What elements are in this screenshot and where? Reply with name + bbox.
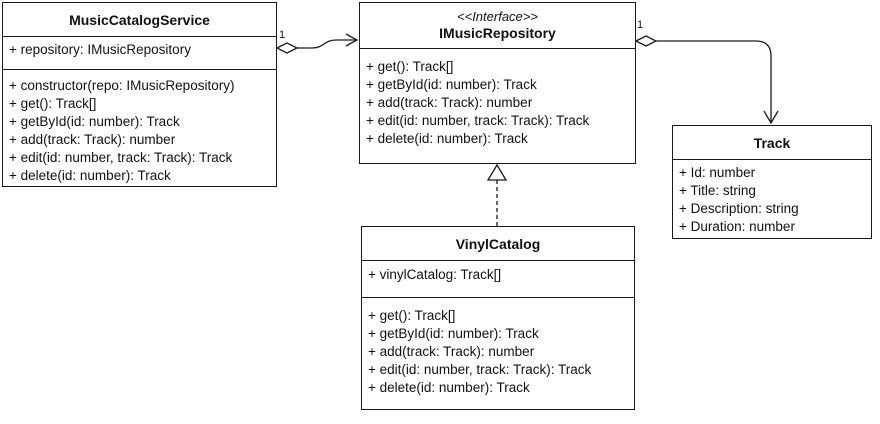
class-name: Track [673,126,871,160]
attribute-item: + Duration: number [679,219,795,234]
vinyl-repository-realization [486,163,508,226]
aggregation-diamond-icon [634,35,658,47]
operation-item: + delete(id: number): Track [368,380,530,395]
aggregation-diamond-icon [275,42,299,54]
class-music-catalog-service[interactable]: MusicCatalogService + repository: IMusic… [2,2,277,187]
class-imusic-repository[interactable]: <<Interface>> IMusicRepository + get(): … [359,2,636,164]
operation-item: + delete(id: number): Track [9,168,171,183]
stereotype-label: <<Interface>> [457,9,538,24]
operation-item: + edit(id: number, track: Track): Track [368,362,592,377]
operation-item: + get(): Track[] [9,96,97,111]
service-repository-aggregation [275,33,359,54]
class-name: VinylCatalog [362,227,634,261]
attribute-item: + Title: string [679,183,756,198]
association-line [297,39,356,49]
operation-item: + add(track: Track): number [366,95,533,110]
attribute-item: + vinylCatalog: Track[] [368,267,502,282]
attributes-section: + vinylCatalog: Track[] [362,261,634,297]
attribute-item: + Id: number [679,165,756,180]
repository-track-aggregation [634,35,779,125]
operation-item: + add(track: Track): number [368,344,535,359]
operation-item: + getById(id: number): Track [9,114,180,129]
operation-item: + getById(id: number): Track [368,326,539,341]
class-vinyl-catalog[interactable]: VinylCatalog + vinylCatalog: Track[] + g… [361,226,635,410]
operation-item: + get(): Track[] [368,308,456,323]
operation-item: + get(): Track[] [366,59,454,74]
operation-item: + constructor(repo: IMusicRepository) [9,78,235,93]
attribute-item: + repository: IMusicRepository [9,42,191,57]
class-name: <<Interface>> IMusicRepository [360,3,635,49]
operation-item: + getById(id: number): Track [366,77,537,92]
operation-item: + edit(id: number, track: Track): Track [366,113,590,128]
operation-item: + add(track: Track): number [9,132,176,147]
operation-item: + delete(id: number): Track [366,131,528,146]
attributes-section: + repository: IMusicRepository [3,37,276,69]
operations-section: + get(): Track[] + getById(id: number): … [362,297,634,401]
operations-section: + constructor(repo: IMusicRepository) + … [3,69,276,189]
hollow-triangle-arrowhead-icon [486,163,508,181]
association-line [656,40,772,122]
attribute-item: + Description: string [679,201,799,216]
open-arrowhead-icon [763,110,779,125]
multiplicity-label: 1 [279,29,286,41]
operation-item: + edit(id: number, track: Track): Track [9,150,233,165]
operations-section: + get(): Track[] + getById(id: number): … [360,49,635,152]
open-arrowhead-icon [345,33,359,47]
class-track[interactable]: Track + Id: number + Title: string + Des… [672,125,872,239]
attributes-section: + Id: number + Title: string + Descripti… [673,160,871,240]
multiplicity-label: 1 [637,19,644,31]
class-name: MusicCatalogService [3,3,276,37]
